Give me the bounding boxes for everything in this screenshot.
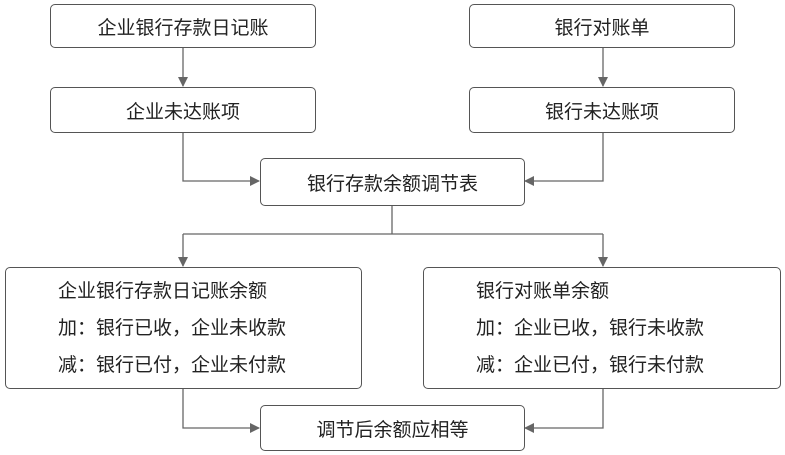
bank-unrecorded-label: 银行未达账项 bbox=[544, 100, 659, 123]
company-balance-title: 企业银行存款日记账余额 bbox=[58, 279, 268, 302]
company-balance-add: 加：银行已收，企业未收款 bbox=[58, 316, 287, 339]
reconciliation-label: 银行存款余额调节表 bbox=[306, 172, 478, 195]
arrow-company-balance-to-result bbox=[182, 389, 260, 433]
bank-balance-add: 加：企业已收，银行未收款 bbox=[476, 316, 705, 339]
result-label: 调节后余额应相等 bbox=[316, 418, 469, 441]
company-journal-box: 企业银行存款日记账 bbox=[50, 4, 316, 48]
company-unrecorded-box: 企业未达账项 bbox=[50, 87, 316, 133]
arrow-company-to-reconciliation bbox=[182, 133, 260, 186]
bank-unrecorded-box: 银行未达账项 bbox=[469, 87, 735, 133]
arrow-bank-to-reconciliation bbox=[524, 133, 604, 186]
bank-balance-title: 银行对账单余额 bbox=[476, 279, 610, 302]
bank-balance-subtract: 减：企业已付，银行未付款 bbox=[476, 353, 705, 376]
company-journal-label: 企业银行存款日记账 bbox=[97, 16, 269, 39]
bank-balance-box: 银行对账单余额 加：企业已收，银行未收款 减：企业已付，银行未付款 bbox=[423, 267, 781, 389]
company-balance-subtract: 减：银行已付，企业未付款 bbox=[58, 353, 287, 376]
result-box: 调节后余额应相等 bbox=[260, 405, 525, 451]
company-unrecorded-label: 企业未达账项 bbox=[125, 100, 240, 123]
bank-statement-label: 银行对账单 bbox=[554, 16, 650, 39]
bank-statement-box: 银行对账单 bbox=[469, 4, 735, 48]
arrow-bank-balance-to-result bbox=[524, 389, 604, 433]
reconciliation-box: 银行存款余额调节表 bbox=[260, 158, 525, 206]
company-balance-box: 企业银行存款日记账余额 加：银行已收，企业未收款 减：银行已付，企业未付款 bbox=[5, 267, 362, 389]
